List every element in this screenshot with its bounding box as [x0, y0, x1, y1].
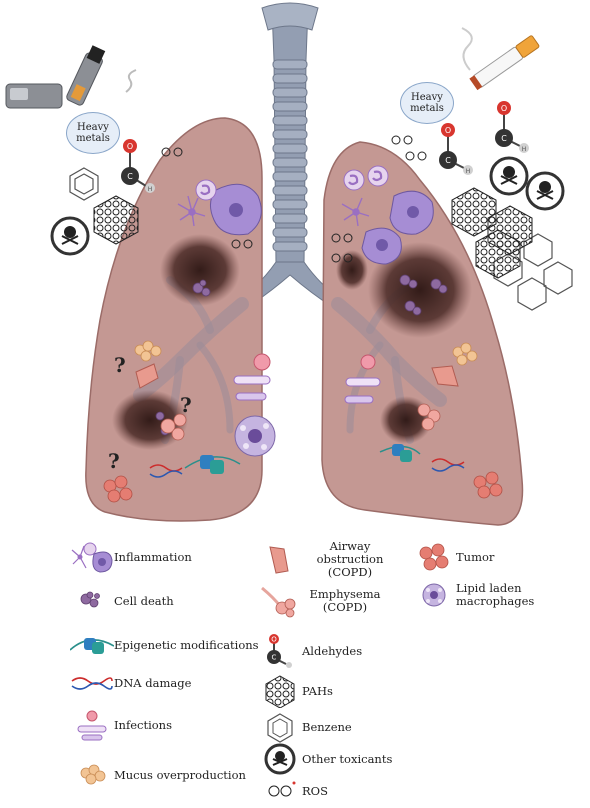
question-marks: ? ? ? — [108, 353, 192, 473]
ros-icons — [161, 135, 427, 161]
legend-epigenetic-label: Epigenetic modifications — [114, 637, 259, 652]
legend-infections-label: Infections — [114, 717, 172, 732]
svg-text:O: O — [127, 142, 133, 151]
legend-cell-death: Cell death — [70, 584, 174, 618]
smoke-icon — [461, 27, 473, 71]
legend-dna-damage-label: DNA damage — [114, 675, 192, 690]
legend-tumor-label: Tumor — [456, 549, 495, 564]
benzene-icons — [69, 167, 573, 311]
tumors — [103, 471, 503, 503]
aldehyde-icons: O C H O C H O C H — [121, 101, 529, 193]
legend-airway-obstruction: Airway obstruction (COPD) — [258, 540, 398, 579]
infections-icon — [77, 710, 107, 741]
legend-pahs: PAHs — [258, 674, 333, 708]
legend-dna-damage: DNA damage — [70, 666, 191, 700]
pah-icon — [265, 675, 295, 708]
legend-ros-label: ROS — [302, 783, 328, 798]
benzene-icon — [267, 713, 293, 743]
epigenetic-icon — [70, 638, 114, 654]
inflammation-icon — [71, 542, 113, 573]
emphysema — [160, 403, 441, 441]
pah-icons — [93, 187, 533, 279]
svg-text:H: H — [148, 186, 153, 193]
unknown-mark: ? — [108, 449, 120, 473]
airway-obstruction-icon — [269, 545, 289, 574]
cigarette-icon — [469, 35, 540, 91]
svg-text:C: C — [501, 134, 507, 143]
airway-obstruction — [135, 363, 459, 389]
legend-aldehydes: O C Aldehydes — [258, 634, 362, 668]
svg-text:H: H — [522, 146, 527, 153]
legend-emphysema: Emphysema (COPD) — [258, 584, 388, 618]
unknown-mark: ? — [180, 393, 192, 417]
unknown-mark: ? — [114, 353, 126, 377]
legend-inflammation-label: Inflammation — [114, 549, 192, 564]
legend-ros: ROS — [258, 774, 328, 808]
tumor-icon — [419, 543, 449, 571]
legend-benzene: Benzene — [258, 710, 352, 744]
svg-text:O: O — [445, 126, 451, 135]
neutrophils — [195, 165, 389, 201]
inflammation-cells — [177, 195, 370, 227]
svg-text:C: C — [445, 156, 451, 165]
svg-text:C: C — [272, 654, 277, 662]
legend-epigenetic: Epigenetic modifications — [70, 628, 259, 662]
dna-damage-icon — [71, 677, 113, 690]
lung-diagram: ? ? ? — [5, 2, 573, 526]
ros-marks-lungs — [231, 233, 353, 263]
heavy-metals-label: Heavy metals — [410, 92, 444, 114]
mucus-overproduction — [134, 340, 478, 366]
legend-emphysema-label: Emphysema (COPD) — [309, 587, 381, 614]
cell-death-icon — [80, 591, 100, 608]
svg-text:C: C — [127, 172, 133, 181]
lipid-macrophage-icon — [422, 583, 446, 607]
macrophages — [210, 183, 434, 265]
epigenetic-modifications — [184, 444, 421, 474]
heavy-metals-callout-right: Heavy metals — [400, 82, 454, 124]
svg-text:O: O — [501, 104, 507, 113]
legend-infections: Infections — [70, 708, 172, 742]
lesions — [112, 234, 472, 450]
vape-device-icon — [5, 45, 137, 109]
legend-lipid-macrophages-label: Lipid laden macrophages — [456, 581, 535, 608]
legend-other-toxicants: Other toxicants — [258, 742, 392, 776]
legend-mucus-label: Mucus overproduction — [114, 767, 246, 782]
legend-other-toxicants-label: Other toxicants — [302, 751, 393, 766]
emphysema-icon — [261, 586, 296, 618]
legend-tumor: Tumor — [412, 540, 494, 574]
legend-airway-obstruction-label: Airway obstruction (COPD) — [316, 539, 384, 579]
toxicant-icons — [50, 156, 565, 256]
mucus-icon — [80, 764, 106, 785]
legend-inflammation: Inflammation — [70, 540, 192, 574]
aldehyde-icon: O C — [267, 634, 292, 668]
legend-mucus: Mucus overproduction — [70, 758, 246, 792]
svg-text:O: O — [271, 636, 277, 644]
dna-damage — [149, 458, 465, 478]
legend-cell-death-label: Cell death — [114, 593, 174, 608]
heavy-metals-callout-left: Heavy metals — [66, 112, 120, 154]
legend-aldehydes-label: Aldehydes — [302, 643, 363, 658]
toxicant-icon — [264, 743, 296, 775]
infections — [233, 353, 381, 404]
svg-text:H: H — [466, 168, 471, 175]
ros-icon — [268, 781, 296, 797]
heavy-metals-label: Heavy metals — [76, 122, 110, 144]
trachea — [237, 2, 343, 309]
legend-benzene-label: Benzene — [302, 719, 352, 734]
legend-lipid-macrophages: Lipid laden macrophages — [412, 578, 590, 612]
lipid-laden-macrophage — [234, 415, 276, 457]
legend-pahs-label: PAHs — [302, 683, 333, 698]
